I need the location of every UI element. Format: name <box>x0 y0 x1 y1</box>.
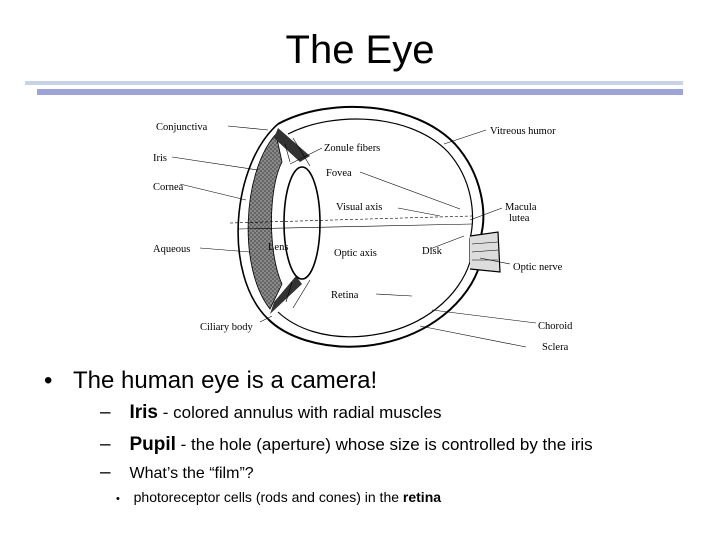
label-fovea: Fovea <box>326 168 352 179</box>
sub-bullet-pupil: – Pupil - the hole (aperture) whose size… <box>100 434 593 456</box>
dash-marker: – <box>100 402 111 423</box>
small-bullet-marker: • <box>116 493 120 505</box>
retina-emphasis: retina <box>403 489 441 505</box>
bullet-marker: • <box>44 366 52 396</box>
label-visual-axis: Visual axis <box>336 202 382 213</box>
label-macula: Macula <box>505 202 537 213</box>
eye-diagram: Conjunctiva Iris Cornea Aqueous Ciliary … <box>150 104 590 354</box>
title-underline-dark <box>37 89 683 95</box>
label-optic-nerve: Optic nerve <box>513 262 563 273</box>
film-question: What’s the “film”? <box>129 465 253 482</box>
visual-axis-line <box>238 224 472 229</box>
label-lens: Lens <box>268 242 288 253</box>
label-vitreous-humor: Vitreous humor <box>490 126 556 137</box>
lens-shape <box>284 167 320 279</box>
sub-sub-bullet-photoreceptors: • photoreceptor cells (rods and cones) i… <box>116 489 441 505</box>
label-iris: Iris <box>153 153 167 164</box>
label-conjunctiva: Conjunctiva <box>156 122 208 133</box>
label-lutea: lutea <box>509 213 530 224</box>
photoreceptor-text: photoreceptor cells (rods and cones) in … <box>134 489 403 505</box>
term-iris: Iris <box>129 402 158 423</box>
label-sclera: Sclera <box>542 342 569 353</box>
bullet-main-text: The human eye is a camera! <box>73 366 377 396</box>
dash-marker: – <box>100 462 111 483</box>
label-disk: Disk <box>422 246 443 257</box>
sub-bullet-film: – What’s the “film”? <box>100 462 254 484</box>
label-choroid: Choroid <box>538 321 573 332</box>
slide-title: The Eye <box>0 26 720 74</box>
label-aqueous: Aqueous <box>153 244 190 255</box>
label-retina: Retina <box>331 290 359 301</box>
label-ciliary-body: Ciliary body <box>200 322 254 333</box>
term-pupil: Pupil <box>129 434 175 455</box>
label-cornea: Cornea <box>153 182 184 193</box>
title-underline-light <box>25 81 683 85</box>
label-zonule-fibers: Zonule fibers <box>324 143 380 154</box>
dash-marker: – <box>100 434 111 455</box>
pupil-definition: - the hole (aperture) whose size is cont… <box>176 435 593 454</box>
iris-definition: - colored annulus with radial muscles <box>158 403 441 422</box>
sub-bullet-iris: – Iris - colored annulus with radial mus… <box>100 402 441 424</box>
label-optic-axis: Optic axis <box>334 248 377 259</box>
